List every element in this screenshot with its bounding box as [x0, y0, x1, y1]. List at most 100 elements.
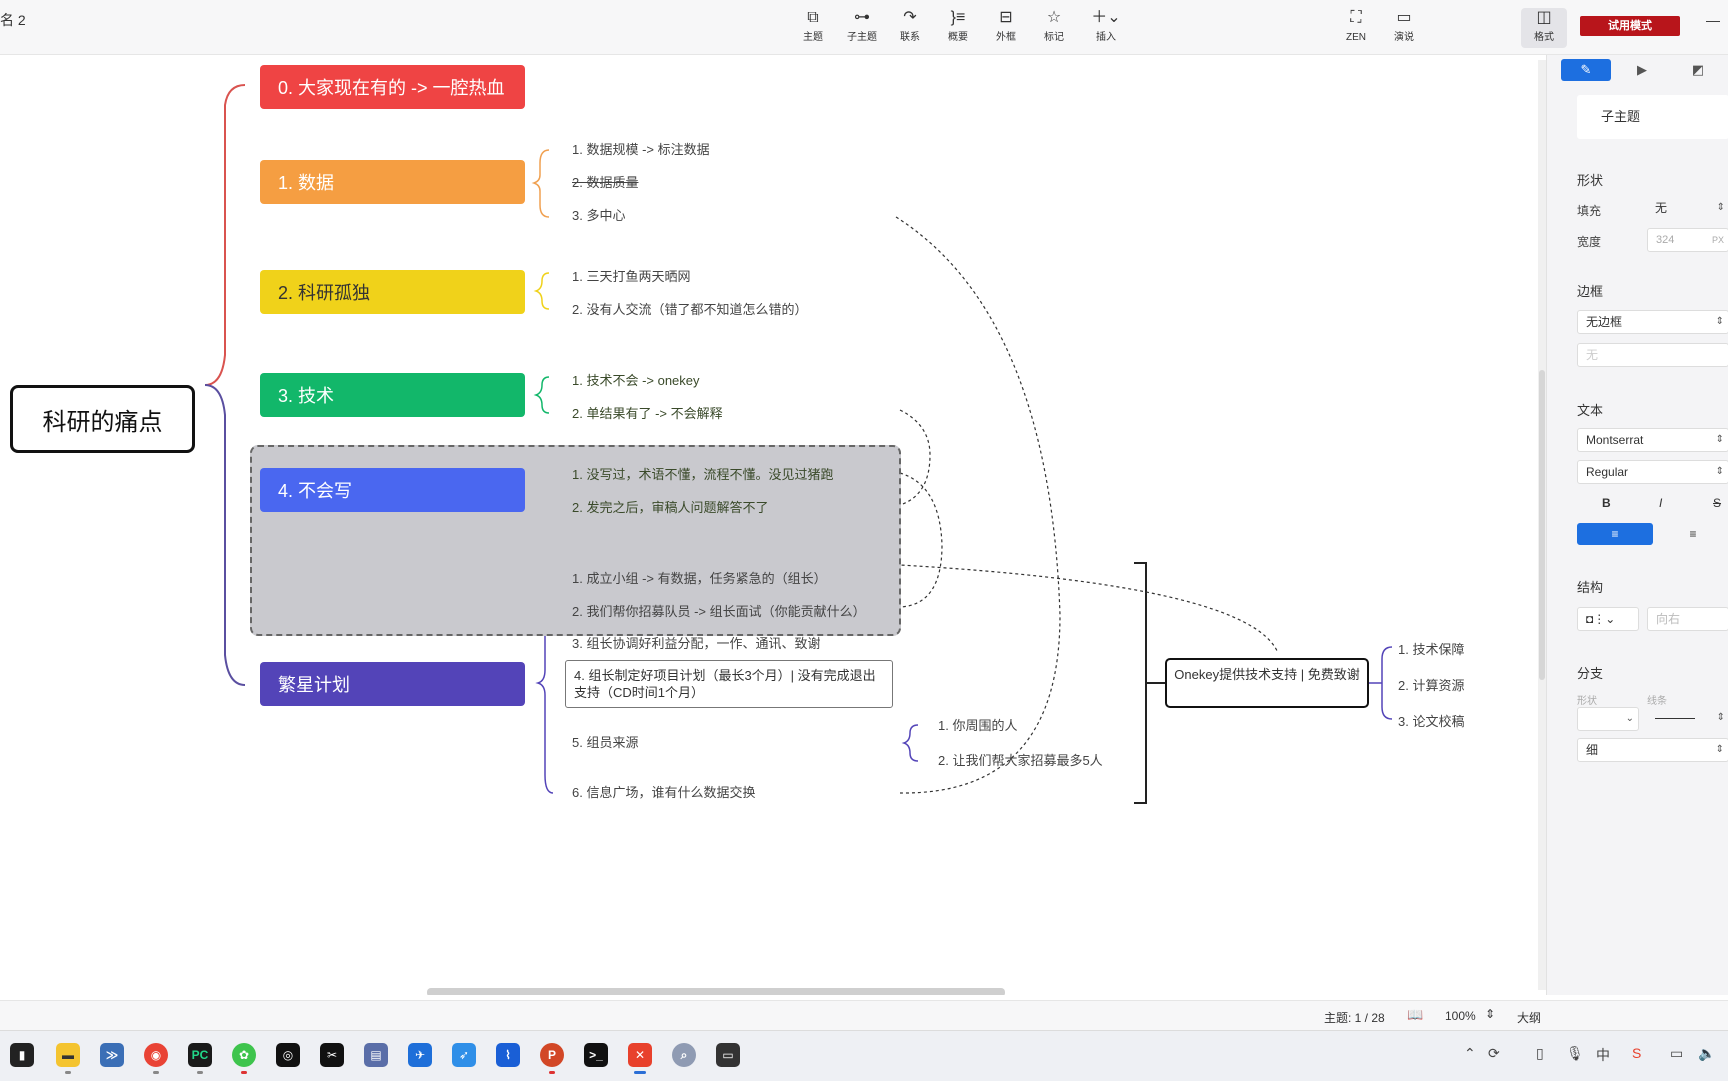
subtopic-selected[interactable]: 4. 组长制定好项目计划（最长3个月）| 没有完成退出支持（CD时间1个月）: [565, 660, 893, 708]
toolbar-relationship-button[interactable]: ↷ 联系: [900, 9, 920, 43]
subtopic[interactable]: 1. 数据规模 -> 标注数据: [572, 142, 710, 157]
toolbar-summary-button[interactable]: }≡ 概要: [948, 9, 968, 43]
toolbar-boundary-button[interactable]: ⊟ 外框: [996, 9, 1016, 43]
pycharm-icon[interactable]: PC: [188, 1043, 212, 1067]
direction-select[interactable]: 向右: [1647, 607, 1728, 631]
fill-select[interactable]: 无⇕: [1647, 197, 1728, 221]
toolbar-zen-button[interactable]: ⛶ ZEN: [1346, 9, 1366, 43]
horizontal-scrollbar[interactable]: [427, 988, 1005, 995]
capcut-icon[interactable]: ✂: [320, 1043, 344, 1067]
summary-subtopic[interactable]: 2. 计算资源: [1398, 678, 1465, 693]
antivirus-icon[interactable]: S: [1632, 1045, 1642, 1061]
toolbar-present-button[interactable]: ▭ 演说: [1394, 9, 1414, 43]
bold-button[interactable]: B: [1602, 496, 1611, 510]
zoom-level[interactable]: 100%: [1445, 1009, 1476, 1023]
toolbar-format-button[interactable]: ◫ 格式: [1521, 8, 1567, 48]
style-tab[interactable]: ✎: [1561, 59, 1611, 81]
branch-5-topic[interactable]: 繁星计划: [260, 662, 525, 706]
feishu-icon[interactable]: ➶: [452, 1043, 476, 1067]
plus-icon: ＋⌄: [1091, 9, 1121, 26]
branch-4-topic[interactable]: 4. 不会写: [260, 468, 525, 512]
subtopic[interactable]: 1. 三天打鱼两天晒网: [572, 269, 691, 284]
updown-icon: ⇕: [1715, 316, 1724, 327]
minimize-icon[interactable]: —: [1706, 12, 1720, 28]
terminal-app-icon[interactable]: ≫: [100, 1043, 124, 1067]
subtopic[interactable]: 1. 没写过，术语不懂，流程不懂。没见过猪跑: [572, 467, 834, 482]
cmd-icon[interactable]: >_: [584, 1043, 608, 1067]
subtopic[interactable]: 2. 我们帮你招募队员 -> 组长面试（你能贡献什么）: [572, 604, 866, 619]
italic-button[interactable]: I: [1659, 496, 1663, 510]
branch-1-topic[interactable]: 1. 数据: [260, 160, 525, 204]
chrome-icon[interactable]: ◉: [144, 1043, 168, 1067]
slides-tab[interactable]: ▶: [1617, 59, 1667, 81]
summary-topic[interactable]: Onekey提供技术支持 | 免费致谢: [1165, 658, 1369, 708]
structure-select[interactable]: ◘⋮⌄: [1577, 607, 1639, 631]
border-select[interactable]: 无边框⇕: [1577, 310, 1728, 334]
os-taskbar: ▮ ▬ ≫ ◉ PC ✿ ◎ ✂ ▤ ✈ ➶ ⌇ P >_ ✕ ⌕ ▭ ⌃ ⟳ …: [0, 1030, 1728, 1081]
powerpoint-icon[interactable]: P: [540, 1043, 564, 1067]
branch-thickness-select[interactable]: 细⇕: [1577, 738, 1728, 762]
trial-mode-badge[interactable]: 试用模式: [1580, 16, 1680, 36]
xmind-active-icon[interactable]: ✕: [628, 1043, 652, 1067]
summary-subtopic[interactable]: 3. 论文校稿: [1398, 714, 1465, 729]
mindmap-canvas[interactable]: 科研的痛点 0. 大家现在有的 -> 一腔热血 1. 数据 2. 科研孤独 3.…: [0, 55, 1546, 995]
subtopic[interactable]: 6. 信息广场，谁有什么数据交换: [572, 785, 756, 800]
subtopic[interactable]: 3. 组长协调好利益分配，一作、通讯、致谢: [572, 636, 821, 651]
toolbar-topic-button[interactable]: ⧉ 主题: [803, 9, 823, 43]
strikethrough-button[interactable]: S: [1713, 496, 1722, 510]
network-icon[interactable]: ▭: [1670, 1045, 1684, 1061]
root-topic[interactable]: 科研的痛点: [10, 385, 195, 453]
microphone-icon[interactable]: 🎙: [1566, 1045, 1584, 1061]
desktop-icon[interactable]: ▮: [10, 1043, 34, 1067]
vertical-scrollbar[interactable]: [1538, 60, 1546, 990]
file-explorer-icon[interactable]: ▬: [56, 1043, 80, 1067]
sync-icon[interactable]: ⟳: [1488, 1045, 1500, 1061]
summary-subtopic[interactable]: 1. 技术保障: [1398, 642, 1465, 657]
toolbar-insert-button[interactable]: ＋⌄ 插入: [1091, 9, 1121, 43]
search-app-icon[interactable]: ⌕: [672, 1043, 696, 1067]
blue-app-icon[interactable]: ✈: [408, 1043, 432, 1067]
subtopic[interactable]: 1. 技术不会 -> onekey: [572, 373, 700, 388]
network-app-icon[interactable]: ▤: [364, 1043, 388, 1067]
subtopic[interactable]: 1. 成立小组 -> 有数据，任务紧急的（组长）: [572, 571, 827, 586]
subtopic[interactable]: 2. 数据质量: [572, 175, 639, 190]
subtopic[interactable]: 2. 发完之后，审稿人问题解答不了: [572, 500, 769, 515]
font-family-select[interactable]: Montserrat⇕: [1577, 428, 1728, 452]
branch-line-select[interactable]: ⇕: [1647, 707, 1728, 731]
zoom-stepper-icon[interactable]: ⇕: [1485, 1007, 1496, 1021]
subtopic[interactable]: 5. 组员来源: [572, 735, 639, 750]
wechat-icon[interactable]: ✿: [232, 1043, 256, 1067]
branch-shape-select[interactable]: ⌄: [1577, 707, 1639, 731]
subtopic[interactable]: 2. 没有人交流（错了都不知道怎么错的）: [572, 302, 808, 317]
usb-icon[interactable]: ▯: [1536, 1045, 1544, 1061]
branch-2-topic[interactable]: 2. 科研孤独: [260, 270, 525, 314]
branch-3-topic[interactable]: 3. 技术: [260, 373, 525, 417]
outline-button[interactable]: 大纲: [1517, 1011, 1542, 1025]
subtopic[interactable]: 1. 你周围的人: [938, 718, 1018, 733]
border-section-title: 边框: [1577, 284, 1604, 299]
toolbar-subtopic-button[interactable]: ⊶ 子主题: [847, 9, 877, 43]
branch-0-topic[interactable]: 0. 大家现在有的 -> 一腔热血: [260, 65, 525, 109]
map-view-icon[interactable]: 📖: [1407, 1007, 1424, 1022]
structure-icon: ◘⋮⌄: [1586, 612, 1616, 626]
screen-recorder-icon[interactable]: ◎: [276, 1043, 300, 1067]
ime-icon[interactable]: 中: [1596, 1047, 1610, 1063]
chevron-up-icon[interactable]: ⌃: [1464, 1045, 1476, 1061]
align-left-button[interactable]: ≡: [1577, 523, 1653, 545]
toolbar-marker-button[interactable]: ☆ 标记: [1044, 9, 1064, 43]
relationship-icon: ↷: [903, 9, 917, 26]
volume-icon[interactable]: 🔈: [1698, 1045, 1716, 1061]
running-indicator: [197, 1071, 203, 1074]
border-color-select[interactable]: 无: [1577, 343, 1728, 367]
window-app-icon[interactable]: ▭: [716, 1043, 740, 1067]
font-weight-select[interactable]: Regular⇕: [1577, 460, 1728, 484]
subtopic[interactable]: 3. 多中心: [572, 208, 626, 223]
subtopic[interactable]: 2. 让我们帮大家招募最多5人: [938, 753, 1103, 768]
xmind-icon[interactable]: ⌇: [496, 1043, 520, 1067]
topic-style-preview[interactable]: 子主题: [1577, 95, 1728, 139]
align-center-button[interactable]: ≡: [1657, 523, 1728, 545]
notes-tab[interactable]: ◩: [1673, 59, 1723, 81]
subtopic[interactable]: 2. 单结果有了 -> 不会解释: [572, 406, 723, 421]
text-section-title: 文本: [1577, 403, 1604, 418]
